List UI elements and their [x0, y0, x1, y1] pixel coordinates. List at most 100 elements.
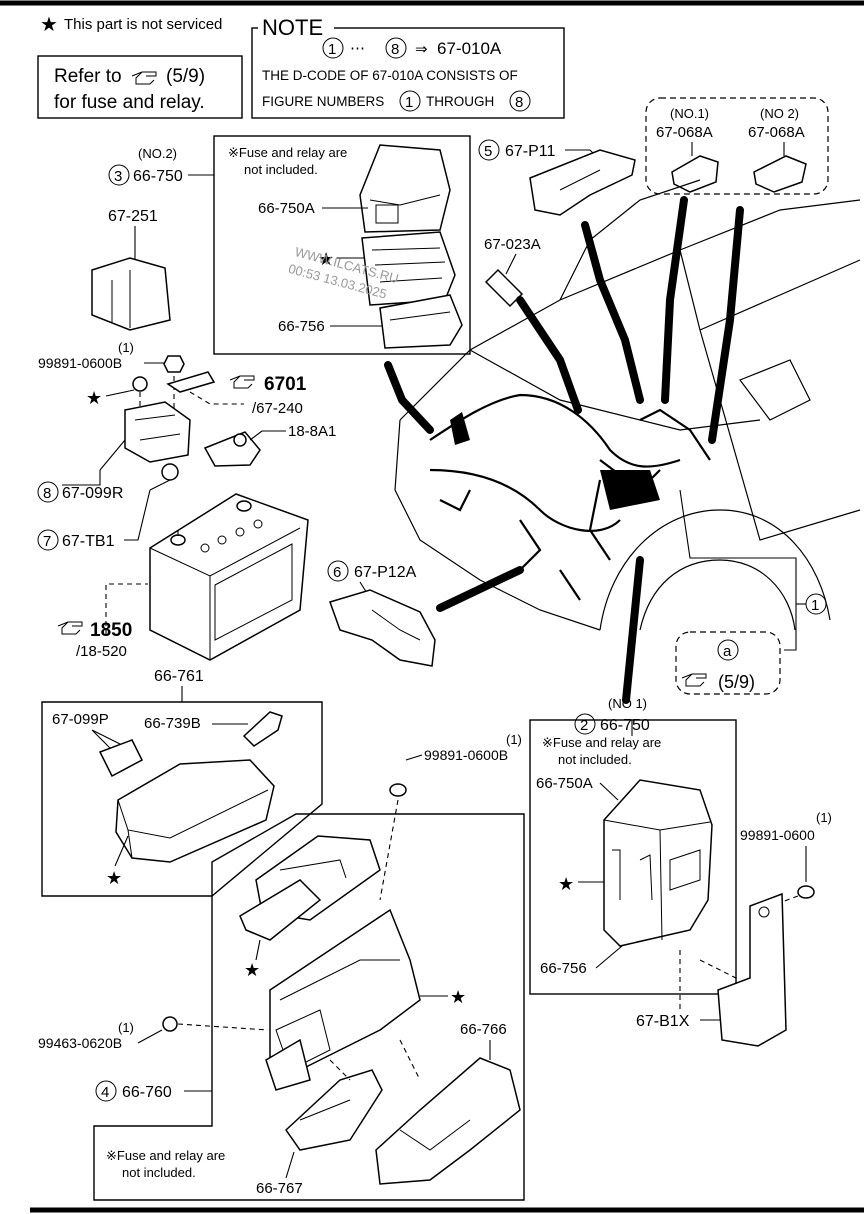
connector-67-P11[interactable] — [529, 149, 636, 216]
star-icon: ★ — [244, 960, 260, 980]
fuse-box-base-upper[interactable] — [379, 294, 463, 349]
bracket-67-240[interactable] — [166, 371, 216, 393]
note-arrow: ⇒ — [415, 41, 428, 58]
qty-1-a: (1) — [118, 340, 134, 355]
lower-cover-66-767[interactable] — [285, 1069, 383, 1151]
star-icon: ★ — [106, 868, 122, 888]
battery-terminal-67-099R[interactable] — [124, 401, 191, 481]
label-66-750A-b[interactable]: 66-750A — [536, 775, 593, 792]
label-66-756-top[interactable]: 66-756 — [278, 318, 325, 335]
cover-inset-66-761 — [41, 701, 323, 897]
callout-5: 5 — [484, 143, 492, 160]
label-67-099R[interactable]: 67-099R — [62, 485, 123, 502]
label-66-750A-top[interactable]: 66-750A — [258, 200, 315, 217]
fuse-box-cover-upper[interactable] — [359, 144, 451, 233]
label-67-099P[interactable]: 67-099P — [52, 711, 109, 728]
label-66-761[interactable]: 66-761 — [154, 668, 204, 685]
battery-clamp-cover[interactable] — [91, 257, 171, 331]
note-title: NOTE — [262, 15, 323, 40]
label-no1-s: (NO.1) — [670, 106, 709, 121]
nut-icon[interactable] — [797, 885, 815, 899]
note-range-dots: ⋯ — [350, 40, 365, 57]
label-66-767[interactable]: 66-767 — [256, 1180, 303, 1197]
relay-no2[interactable] — [753, 155, 807, 193]
ref-6701[interactable]: 6701 — [264, 374, 307, 395]
note-code: 67-010A — [437, 39, 502, 58]
bolt-icon[interactable] — [162, 1016, 178, 1032]
note-line2: THE D-CODE OF 67-010A CONSISTS OF — [262, 68, 518, 83]
label-no1-b: (NO 1) — [608, 696, 647, 711]
label-66-756-b[interactable]: 66-756 — [540, 960, 587, 977]
relay-options-box — [645, 97, 829, 195]
fuse-box-cover-66-761[interactable] — [115, 759, 275, 863]
label-18-8A1[interactable]: 18-8A1 — [288, 423, 336, 440]
bottom-fuse-note2: not included. — [122, 1165, 196, 1180]
battery[interactable] — [149, 493, 309, 661]
battery-terminal-18-8A1[interactable] — [203, 431, 261, 467]
fuse-block-body-66-760[interactable] — [265, 908, 421, 1091]
hand-pointer-icon — [131, 71, 157, 85]
callout-3: 3 — [114, 168, 122, 185]
note-box — [251, 27, 565, 119]
star-icon: ★ — [450, 987, 466, 1007]
relay-no1[interactable] — [671, 155, 719, 193]
lower-fuse-inset — [529, 719, 737, 995]
star-icon: ★ — [558, 874, 574, 894]
label-67-251[interactable]: 67-251 — [108, 208, 158, 225]
ref-18-520: /18-520 — [76, 643, 127, 660]
nut-icon[interactable] — [389, 783, 407, 797]
note-line3-mid: THROUGH — [426, 94, 494, 109]
callout-6: 6 — [333, 564, 341, 581]
lower-fuse-note2: not included. — [558, 752, 632, 767]
label-66-760[interactable]: 66-760 — [122, 1084, 172, 1101]
qty-1-c: (1) — [816, 810, 832, 825]
hand-pointer-icon — [681, 673, 707, 687]
note-fig-end: 8 — [515, 94, 523, 111]
refer-page[interactable]: (5/9) — [166, 66, 205, 87]
fuse-block-cover-66-760[interactable] — [239, 835, 381, 941]
fuse-box-assembly-lower[interactable] — [603, 779, 713, 947]
note-range-end: 8 — [391, 41, 399, 58]
label-67-TB1[interactable]: 67-TB1 — [62, 533, 115, 550]
nut-icon[interactable] — [163, 355, 185, 373]
hand-pointer-icon — [57, 621, 83, 635]
label-66-750-b[interactable]: 66-750 — [600, 717, 650, 734]
label-99463-0620B[interactable]: 99463-0620B — [38, 1035, 122, 1051]
label-99891-0600B-b[interactable]: 99891-0600B — [424, 747, 508, 763]
label-66-766[interactable]: 66-766 — [460, 1021, 507, 1038]
callout-1: 1 — [811, 597, 819, 614]
page-ref-box — [675, 631, 781, 695]
upper-fuse-note2: not included. — [244, 162, 318, 177]
bracket-67-B1X[interactable] — [717, 892, 787, 1047]
lower-cover-66-766[interactable] — [375, 1057, 521, 1185]
label-67-P11[interactable]: 67-P11 — [505, 143, 556, 160]
label-99891-0600[interactable]: 99891-0600 — [740, 827, 815, 843]
ref-67-240: /67-240 — [252, 400, 303, 417]
terminal-67-099P[interactable] — [98, 739, 143, 778]
callout-2: 2 — [580, 717, 588, 734]
label-99891-0600B-a[interactable]: 99891-0600B — [38, 355, 122, 371]
label-67-023A[interactable]: 67-023A — [484, 236, 541, 253]
label-66-750-a[interactable]: 66-750 — [133, 168, 183, 185]
callout-a: a — [723, 643, 732, 660]
refer-prefix[interactable]: Refer to — [54, 66, 122, 87]
label-67-B1X[interactable]: 67-B1X — [636, 1013, 690, 1030]
relay-block-upper[interactable] — [361, 231, 456, 306]
label-66-739B[interactable]: 66-739B — [144, 715, 201, 732]
label-67-P12A[interactable]: 67-P12A — [354, 564, 417, 581]
ref-1850[interactable]: 1850 — [90, 620, 132, 641]
qty-1-d: (1) — [118, 1020, 134, 1035]
note-line3-prefix: FIGURE NUMBERS — [262, 94, 384, 109]
refer-box — [37, 55, 243, 119]
page-ref-5-9[interactable]: (5/9) — [718, 672, 755, 692]
upper-fuse-inset — [213, 135, 471, 355]
label-67-068A-2[interactable]: 67-068A — [748, 124, 805, 141]
connector-67-023A[interactable] — [484, 268, 524, 308]
wiring-harness[interactable] — [429, 393, 711, 601]
lower-fuse-note: ※Fuse and relay are — [542, 735, 661, 750]
upper-fuse-note: ※Fuse and relay are — [228, 145, 347, 160]
label-no2-s: (NO 2) — [760, 106, 799, 121]
clip-66-739B[interactable] — [242, 711, 283, 747]
label-67-068A-1[interactable]: 67-068A — [656, 124, 713, 141]
connector-67-P12A[interactable] — [329, 589, 436, 667]
